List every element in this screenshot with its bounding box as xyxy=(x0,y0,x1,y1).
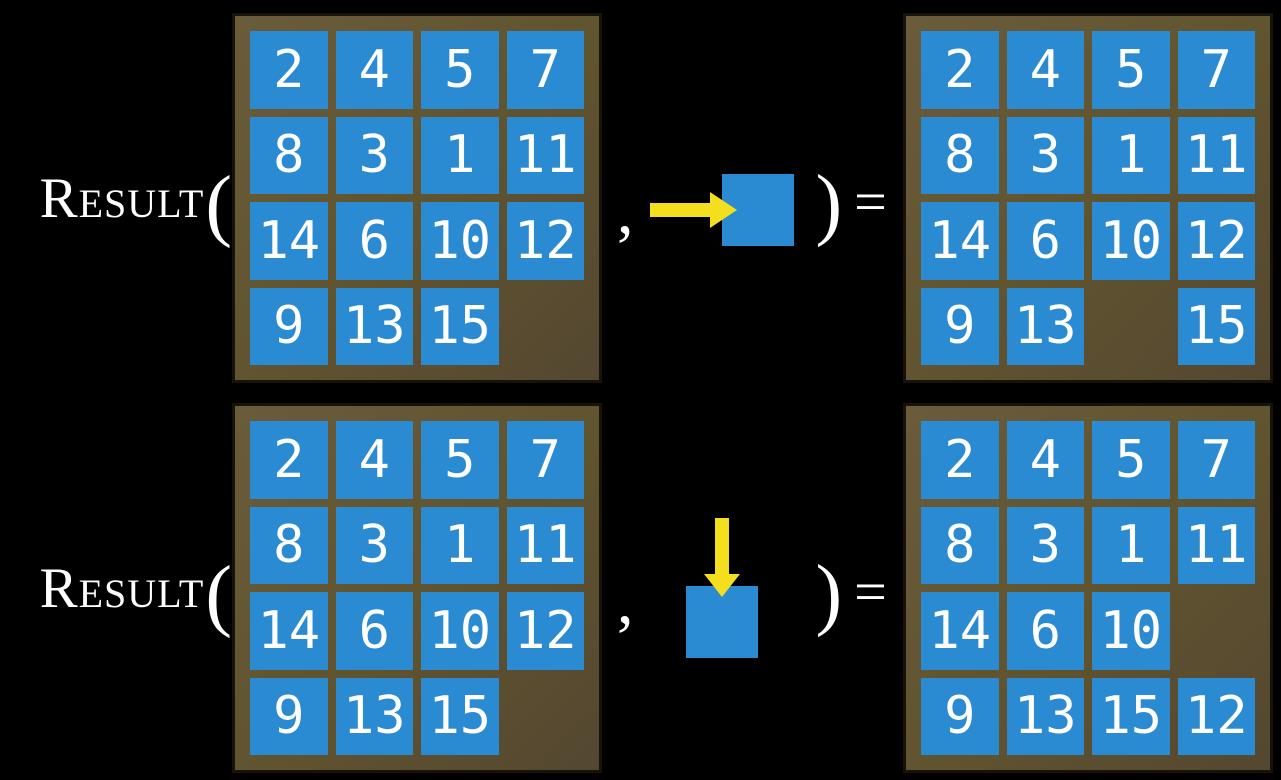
puzzle-cell: 14 xyxy=(250,592,328,670)
result-row-move-right: Result( 2 4 5 7 8 3 1 11 14 6 10 12 9 13… xyxy=(0,13,1281,383)
puzzle-cell: 8 xyxy=(250,506,328,584)
puzzle-cell: 2 xyxy=(921,421,999,499)
puzzle-cell: 6 xyxy=(335,202,413,280)
puzzle-cell xyxy=(1092,288,1170,366)
puzzle-cell: 5 xyxy=(1092,421,1170,499)
puzzle-cell: 5 xyxy=(1092,31,1170,109)
action-move-right xyxy=(642,174,802,246)
puzzle-cell: 1 xyxy=(421,506,499,584)
function-name: Result xyxy=(39,556,205,620)
result-row-move-down: Result( 2 4 5 7 8 3 1 11 14 6 10 12 9 13… xyxy=(0,403,1281,773)
puzzle-cell: 2 xyxy=(921,31,999,109)
input-board: 2 4 5 7 8 3 1 11 14 6 10 12 9 13 15 xyxy=(232,13,602,383)
puzzle-cell: 9 xyxy=(921,677,999,755)
puzzle-cell: 15 xyxy=(1092,677,1170,755)
puzzle-cell: 4 xyxy=(1006,421,1084,499)
puzzle-cell: 9 xyxy=(921,287,999,365)
puzzle-cell: 4 xyxy=(335,421,413,499)
puzzle-cell: 9 xyxy=(250,287,328,365)
action-expression: , ) = xyxy=(602,403,903,773)
input-board: 2 4 5 7 8 3 1 11 14 6 10 12 9 13 15 xyxy=(232,403,602,773)
puzzle-cell: 12 xyxy=(1177,677,1255,755)
puzzle-cell: 3 xyxy=(335,506,413,584)
puzzle-cell: 7 xyxy=(1177,421,1255,499)
puzzle-cell: 2 xyxy=(250,31,328,109)
puzzle-cell: 15 xyxy=(421,677,499,755)
puzzle-cell: 10 xyxy=(1092,592,1170,670)
puzzle-cell: 1 xyxy=(1092,116,1170,194)
puzzle-cell: 3 xyxy=(1006,116,1084,194)
puzzle-cell xyxy=(1178,592,1256,670)
function-name: Result xyxy=(39,166,205,230)
puzzle-cell: 6 xyxy=(1006,202,1084,280)
puzzle-cell: 3 xyxy=(1006,506,1084,584)
puzzle-cell: 7 xyxy=(506,421,584,499)
puzzle-cell: 10 xyxy=(1092,202,1170,280)
puzzle-cell: 3 xyxy=(335,116,413,194)
puzzle-cell: 11 xyxy=(1177,116,1255,194)
puzzle-cell: 6 xyxy=(1006,592,1084,670)
puzzle-cell: 13 xyxy=(1006,287,1084,365)
puzzle-cell xyxy=(507,678,585,756)
function-label: Result( xyxy=(0,13,232,383)
puzzle-cell: 8 xyxy=(921,116,999,194)
puzzle-cell: 14 xyxy=(921,592,999,670)
puzzle-cell: 8 xyxy=(921,506,999,584)
open-paren-label: ( xyxy=(205,550,232,639)
puzzle-cell: 11 xyxy=(506,506,584,584)
puzzle-cell: 14 xyxy=(921,202,999,280)
puzzle-cell: 7 xyxy=(1177,31,1255,109)
puzzle-cell: 13 xyxy=(1006,677,1084,755)
down-arrow-icon xyxy=(703,518,740,597)
puzzle-cell: 10 xyxy=(421,592,499,670)
puzzle-cell: 6 xyxy=(335,592,413,670)
puzzle-cell: 14 xyxy=(250,202,328,280)
puzzle-cell: 15 xyxy=(421,287,499,365)
output-board: 2 4 5 7 8 3 1 11 14 6 10 9 13 15 12 xyxy=(903,403,1273,773)
right-arrow-icon xyxy=(649,192,737,228)
puzzle-cell: 15 xyxy=(1177,287,1255,365)
puzzle-cell: 11 xyxy=(1177,506,1255,584)
open-paren-label: ( xyxy=(205,160,232,249)
puzzle-cell: 7 xyxy=(506,31,584,109)
action-expression: , ) = xyxy=(617,160,887,248)
action-move-down xyxy=(642,518,802,658)
puzzle-cell: 4 xyxy=(1006,31,1084,109)
puzzle-cell: 4 xyxy=(335,31,413,109)
puzzle-cell: 1 xyxy=(1092,506,1170,584)
puzzle-cell: 5 xyxy=(421,31,499,109)
puzzle-cell: 11 xyxy=(506,116,584,194)
output-board: 2 4 5 7 8 3 1 11 14 6 10 12 9 13 15 xyxy=(903,13,1273,383)
puzzle-cell: 12 xyxy=(1177,202,1255,280)
puzzle-cell xyxy=(507,288,585,366)
puzzle-cell: 12 xyxy=(506,592,584,670)
function-label: Result( xyxy=(0,403,232,773)
puzzle-cell: 12 xyxy=(506,202,584,280)
puzzle-cell: 2 xyxy=(250,421,328,499)
puzzle-cell: 10 xyxy=(421,202,499,280)
puzzle-cell: 13 xyxy=(335,677,413,755)
puzzle-cell: 9 xyxy=(250,677,328,755)
puzzle-cell: 8 xyxy=(250,116,328,194)
puzzle-cell: 1 xyxy=(421,116,499,194)
puzzle-cell: 13 xyxy=(335,287,413,365)
puzzle-cell: 5 xyxy=(421,421,499,499)
moved-tile xyxy=(685,586,758,658)
